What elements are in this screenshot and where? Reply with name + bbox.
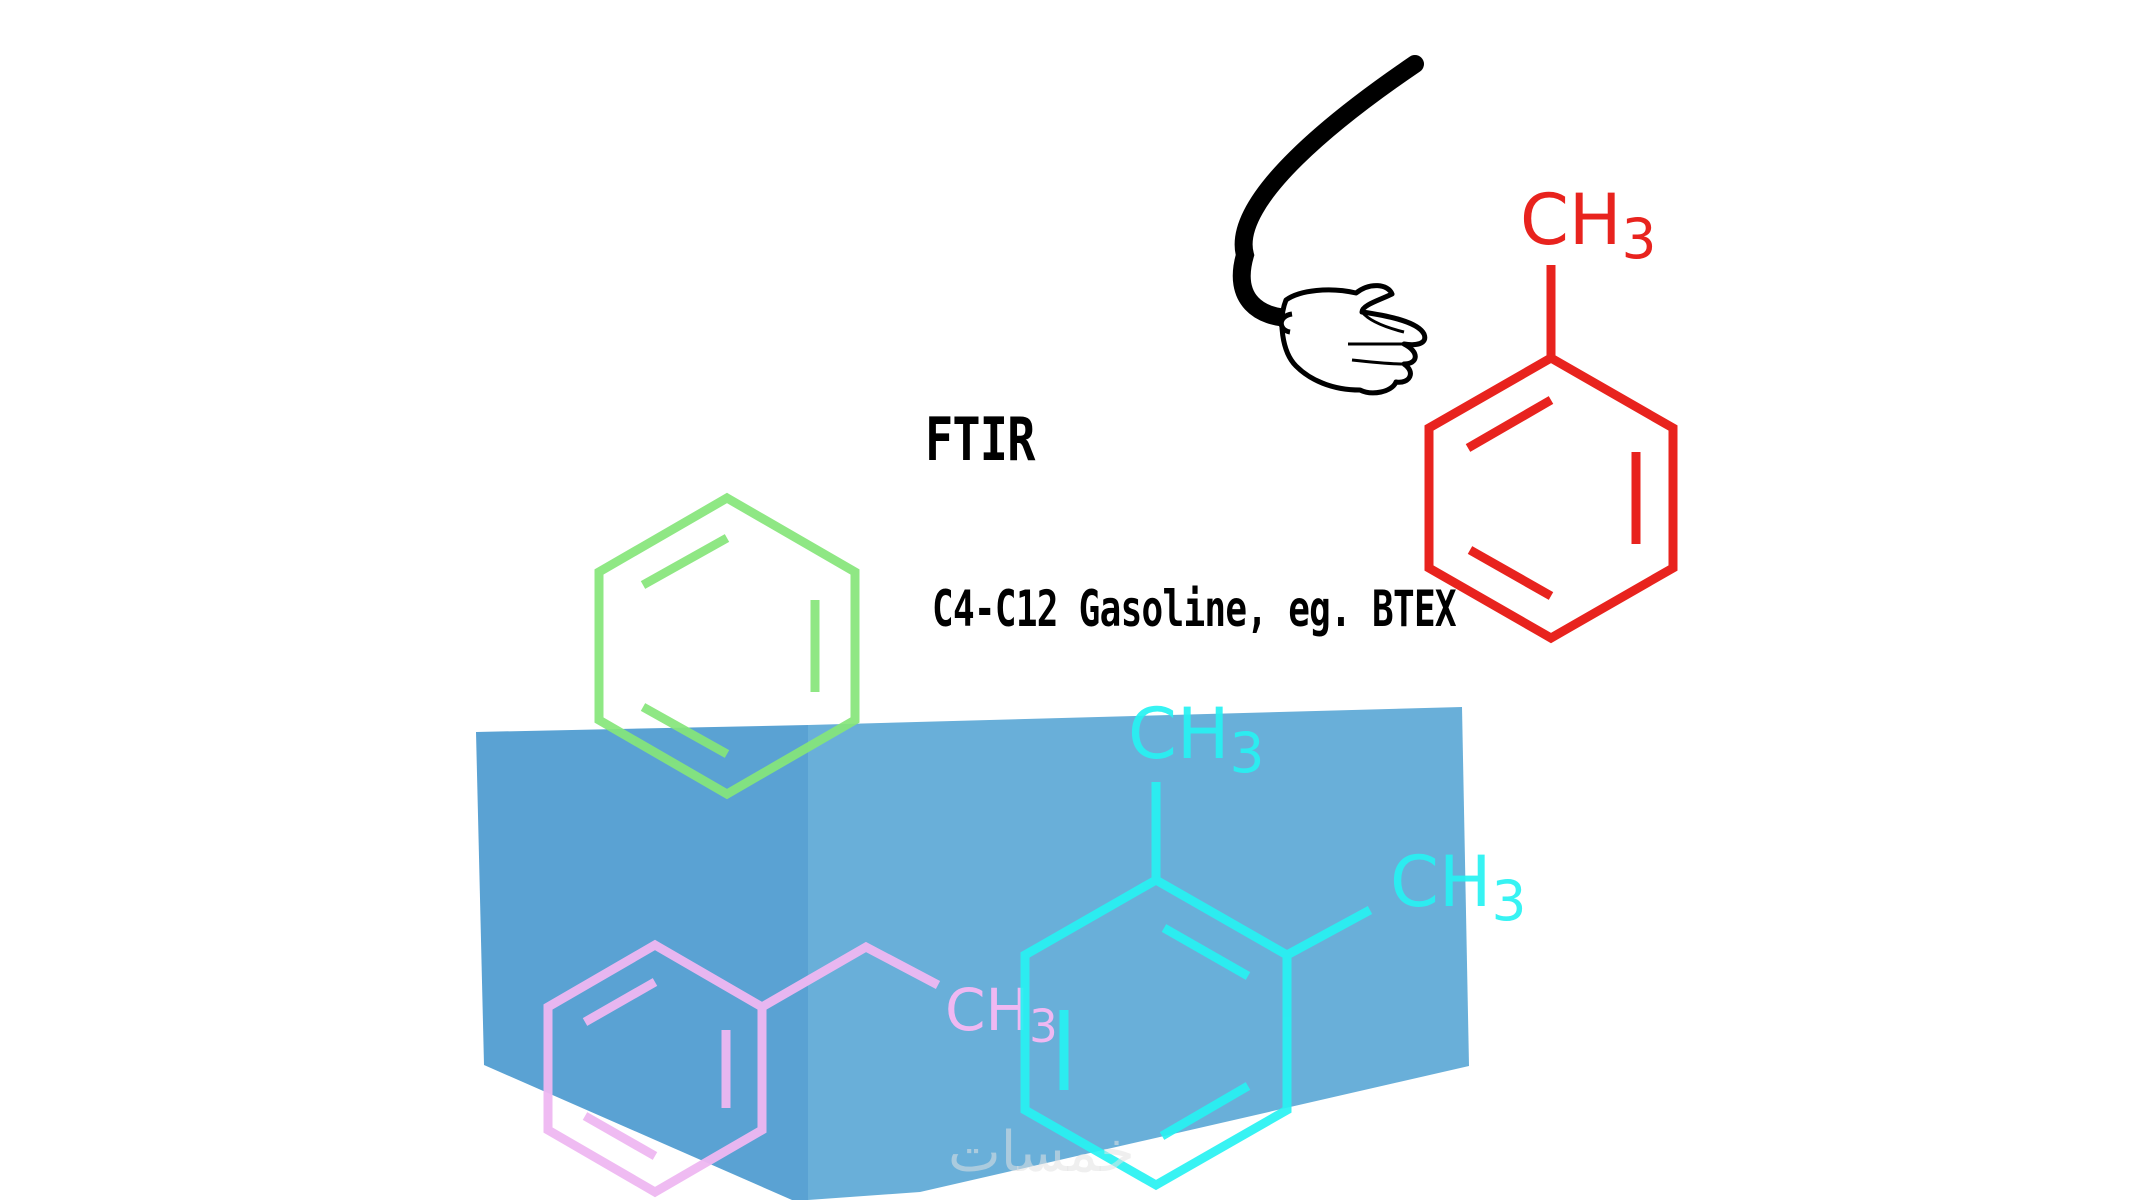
xylene-ch3-label-top: CH3 bbox=[1128, 693, 1265, 785]
diagram-subtitle: C4-C12 Gasoline, eg. BTEX bbox=[932, 580, 1457, 638]
ethylbenzene-ethyl-chain bbox=[759, 941, 941, 1011]
blue-block-right-face bbox=[808, 707, 1469, 1200]
toluene-double-bond bbox=[1467, 546, 1554, 600]
benzene-double-bond bbox=[640, 534, 730, 589]
benzene-ring bbox=[594, 492, 860, 800]
ethylbenzene-double-bond bbox=[582, 978, 658, 1026]
toluene-ch3-label: CH3 bbox=[1520, 179, 1657, 271]
ethylbenzene-molecule bbox=[543, 939, 941, 1198]
diagram-title: FTIR bbox=[925, 405, 1035, 475]
xylene-ch3-label-right: CH3 bbox=[1390, 841, 1527, 933]
benzene-molecule bbox=[594, 492, 860, 800]
toluene-ring bbox=[1424, 352, 1678, 644]
xylene-double-bond bbox=[1159, 1082, 1251, 1140]
xylene-double-bond bbox=[1161, 924, 1251, 980]
glove-icon bbox=[1278, 283, 1428, 396]
xylene-methyl-bond-right bbox=[1284, 906, 1373, 959]
toluene-molecule bbox=[1424, 265, 1678, 644]
toluene-double-bond bbox=[1465, 396, 1554, 452]
xylene-ring bbox=[1020, 874, 1292, 1191]
ethylbenzene-double-bond bbox=[582, 1112, 658, 1160]
cartoon-hand bbox=[1232, 55, 1428, 396]
xylene-molecule bbox=[1020, 782, 1373, 1191]
blue-block bbox=[476, 707, 1469, 1200]
watermark-logo: خمسات bbox=[948, 1120, 1135, 1185]
cartoon-arm bbox=[1232, 55, 1424, 327]
benzene-double-bond bbox=[640, 703, 730, 758]
ethylbenzene-ch3-label: CH3 bbox=[945, 976, 1058, 1053]
